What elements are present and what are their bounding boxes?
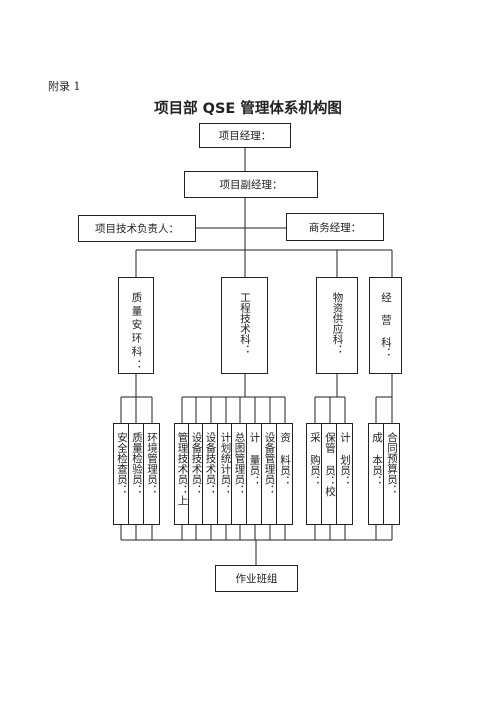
tech-lead-box: 项目技术负责人：: [78, 215, 196, 242]
work-team-label: 作业班组: [235, 573, 278, 585]
project-manager-label: 项目经理：: [218, 130, 272, 142]
staff-label: 计划统计员：: [219, 432, 232, 495]
deputy-manager-label: 项目副经理：: [219, 179, 283, 191]
staff-eng-6-box: 设备管理员：: [261, 423, 277, 525]
dept-materials-label: 物资供应科：: [331, 292, 344, 355]
business-manager-box: 商务经理：: [286, 213, 384, 241]
staff-label: 环境管理员：: [146, 432, 158, 495]
staff-label: 设备管理员：: [263, 432, 276, 495]
staff-label: 保管 员：校: [324, 432, 336, 497]
work-team-box: 作业班组: [215, 565, 298, 592]
staff-eng-0-box: 管理技术员：上: [174, 423, 190, 525]
staff-planner-box: 计 划员：: [336, 423, 353, 525]
tech-lead-label: 项目技术负责人：: [95, 223, 179, 235]
staff-eng-2-box: 设备技术员：: [202, 423, 218, 525]
staff-label: 质量检验员：: [131, 432, 143, 495]
dept-engineering-label: 工程技术科：: [239, 292, 251, 355]
chart-title: 项目部 QSE 管理体系机构图: [154, 101, 342, 117]
staff-eng-5-box: 计 量员：: [246, 423, 262, 525]
staff-cost-box: 成 本员：: [368, 423, 385, 525]
project-manager-box: 项目经理：: [199, 123, 291, 148]
staff-eng-1-box: 设备技术员：: [188, 423, 204, 525]
staff-eng-3-box: 计划统计员：: [217, 423, 233, 525]
staff-label: 管理技术员：上: [176, 432, 189, 506]
staff-label: 合同预算员：: [386, 432, 398, 495]
staff-environment-manager-box: 环境管理员：: [143, 423, 160, 525]
staff-label: 安全检查员：: [116, 432, 128, 495]
appendix-label: 附录 1: [48, 80, 81, 93]
dept-operations-box: 经 营 科：: [369, 277, 402, 374]
staff-purchaser-box: 采 购员：: [306, 423, 323, 525]
staff-label: 设备技术员：: [190, 432, 203, 495]
staff-label: 设备技术员：: [204, 432, 217, 495]
dept-quality-label: 质量安环科：: [130, 292, 143, 373]
staff-label: 采 购员：: [309, 432, 321, 486]
staff-label: 总图管理员：: [233, 432, 246, 495]
dept-engineering-box: 工程技术科：: [221, 277, 268, 374]
staff-label: 资 料员：: [279, 432, 291, 486]
dept-materials-box: 物资供应科：: [316, 277, 358, 374]
business-manager-label: 商务经理：: [308, 221, 362, 234]
staff-label: 计 量员：: [248, 432, 261, 486]
staff-label: 计 划员：: [339, 432, 351, 486]
deputy-manager-box: 项目副经理：: [184, 171, 318, 198]
staff-eng-7-box: 资 料员：: [276, 423, 293, 525]
dept-quality-box: 质量安环科：: [118, 277, 154, 374]
dept-operations-label: 经 营 科：: [380, 292, 392, 358]
staff-label: 成 本员：: [371, 432, 383, 486]
staff-contract-budget-box: 合同预算员：: [383, 423, 400, 525]
staff-eng-4-box: 总图管理员：: [231, 423, 247, 525]
